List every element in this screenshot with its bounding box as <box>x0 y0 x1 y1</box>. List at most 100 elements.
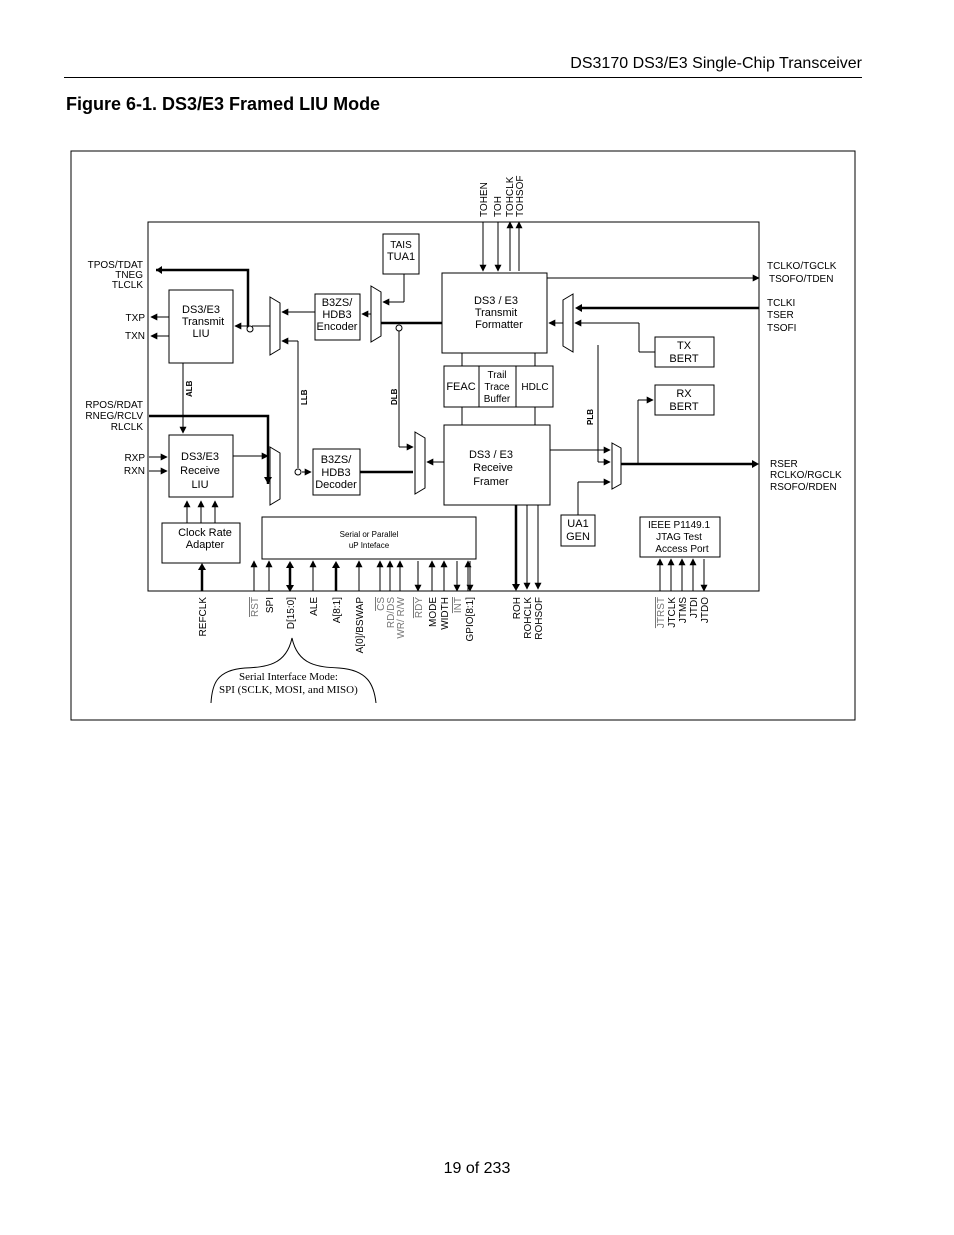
mux-tx-liu <box>269 296 281 356</box>
junction-rx <box>294 468 302 476</box>
jtag-label-2: JTAG Test <box>656 532 702 543</box>
pin-rohsof: ROHSOF <box>534 597 545 640</box>
tx-bert-block <box>654 336 715 368</box>
llb-label: LLB <box>300 389 309 405</box>
rx-liu-label-1: DS3/E3 <box>181 451 219 463</box>
feac-label: FEAC <box>446 381 475 393</box>
pin-tsofo: TSOFO/TDEN <box>769 274 833 285</box>
pin-jtdo: JTDO <box>700 597 711 623</box>
pin-jtrst: JTRST <box>656 597 667 628</box>
encoder-label-2: HDB3 <box>322 309 351 321</box>
feac-block <box>443 365 480 408</box>
clock-rate-label-1: Clock Rate <box>178 527 232 539</box>
tx-liu-label-3: LIU <box>192 328 209 340</box>
up-label-1: Serial or Parallel <box>340 530 399 539</box>
pin-rd: RD/DS <box>386 597 397 628</box>
tx-formatter-block <box>441 272 548 354</box>
pin-spi: SPI <box>265 597 276 613</box>
pin-jtms: JTMS <box>678 597 689 623</box>
pin-txn: TXN <box>125 331 145 342</box>
pin-tsofi: TSOFI <box>767 323 796 334</box>
pin-jtdi: JTDI <box>689 597 700 618</box>
tx-liu-block <box>168 289 234 364</box>
junction-tx <box>246 325 254 333</box>
pin-roh: ROH <box>512 597 523 619</box>
tx-liu-label-1: DS3/E3 <box>182 304 220 316</box>
mux-tx-encoder <box>370 285 382 343</box>
framer-label-2: Receive <box>473 462 513 474</box>
pin-wr: WR/ R/W <box>396 596 407 638</box>
mux-rx-liu <box>269 446 281 506</box>
pin-rohclk: ROHCLK <box>523 597 534 639</box>
pin-width: WIDTH <box>440 597 451 630</box>
up-interface-block <box>261 516 477 560</box>
pin-tlclk: TLCLK <box>112 280 143 291</box>
rx-bert-label-1: RX <box>676 388 692 400</box>
pin-rneg: RNEG/RCLV <box>85 411 143 422</box>
up-label-2: uP Inteface <box>349 541 390 550</box>
pin-rst: RST <box>250 597 261 617</box>
tx-bert-label-1: TX <box>677 340 692 352</box>
serial-note-line-2: SPI (SCLK, MOSI, and MISO) <box>219 684 358 696</box>
document-title: DS3170 DS3/E3 Single-Chip Transceiver <box>570 55 862 72</box>
pin-txp: TXP <box>126 313 146 324</box>
serial-note-line-1: Serial Interface Mode: <box>239 671 338 683</box>
encoder-label-3: Encoder <box>317 321 358 333</box>
pin-tpos: TPOS/TDAT <box>88 260 143 271</box>
formatter-label-3: Formatter <box>475 319 523 331</box>
pin-tohclk: TOHCLK <box>505 176 516 217</box>
pin-cs: CS <box>376 597 387 611</box>
rx-liu-label-2: Receive <box>180 465 220 477</box>
pin-rser: RSER <box>770 459 798 470</box>
alb-label: ALB <box>185 380 194 397</box>
framer-label-3: Framer <box>473 476 509 488</box>
tais-block <box>382 233 420 275</box>
pin-tclko: TCLKO/TGCLK <box>767 261 837 272</box>
hdlc-label: HDLC <box>521 382 548 393</box>
clock-rate-label-2: Adapter <box>186 539 225 551</box>
rx-bert-block <box>654 384 715 416</box>
pin-rclko: RCLKO/RGCLK <box>770 470 842 481</box>
tx-liu-label-2: Transmit <box>182 316 224 328</box>
pin-a: A[8:1] <box>332 597 343 623</box>
pin-tohsof: TOHSOF <box>515 176 526 217</box>
decoder-label-3: Decoder <box>315 479 357 491</box>
rx-bert-label-2: BERT <box>669 401 698 413</box>
figure-title: Figure 6-1. DS3/E3 Framed LIU Mode <box>66 94 381 114</box>
rx-liu-block <box>168 434 234 498</box>
page-header: DS3170 DS3/E3 Single-Chip Transceiver <box>64 55 862 78</box>
pin-tohen: TOHEN <box>479 182 490 217</box>
b3zs-encoder-block <box>314 293 361 341</box>
pin-d: D[15:0] <box>286 597 297 629</box>
pin-rxn: RXN <box>124 466 145 477</box>
trail-trace-block <box>478 365 517 408</box>
decoder-label-1: B3ZS/ <box>321 454 353 466</box>
trail-label-3: Buffer <box>484 394 511 405</box>
pin-tser: TSER <box>767 310 794 321</box>
trail-label-2: Trace <box>484 382 510 393</box>
pin-mode: MODE <box>428 597 439 627</box>
clock-rate-adapter-block <box>161 522 241 564</box>
pin-toh: TOH <box>493 196 504 217</box>
pin-rsofo: RSOFO/RDEN <box>770 482 837 493</box>
jtag-block <box>639 516 721 558</box>
trail-label-1: Trail <box>487 370 506 381</box>
mux-rx-output <box>611 442 622 490</box>
gen-label: GEN <box>566 531 590 543</box>
junction-dlb <box>395 324 403 332</box>
decoder-label-2: HDB3 <box>321 467 350 479</box>
plb-label: PLB <box>586 409 595 425</box>
pin-tneg: TNEG <box>115 270 143 281</box>
dlb-label: DLB <box>390 388 399 405</box>
figure-frame <box>70 150 856 721</box>
pin-rpos: RPOS/RDAT <box>85 400 143 411</box>
jtag-label-3: Access Port <box>655 544 709 555</box>
pin-a0: A[0]/BSWAP <box>355 597 366 654</box>
formatter-label-1: DS3 / E3 <box>474 295 518 307</box>
formatter-label-2: Transmit <box>475 307 517 319</box>
pin-int: INT <box>453 597 464 613</box>
rx-framer-block <box>443 424 551 506</box>
pin-rdy: RDY <box>414 597 425 618</box>
page-number: 19 of 233 <box>443 1160 511 1177</box>
